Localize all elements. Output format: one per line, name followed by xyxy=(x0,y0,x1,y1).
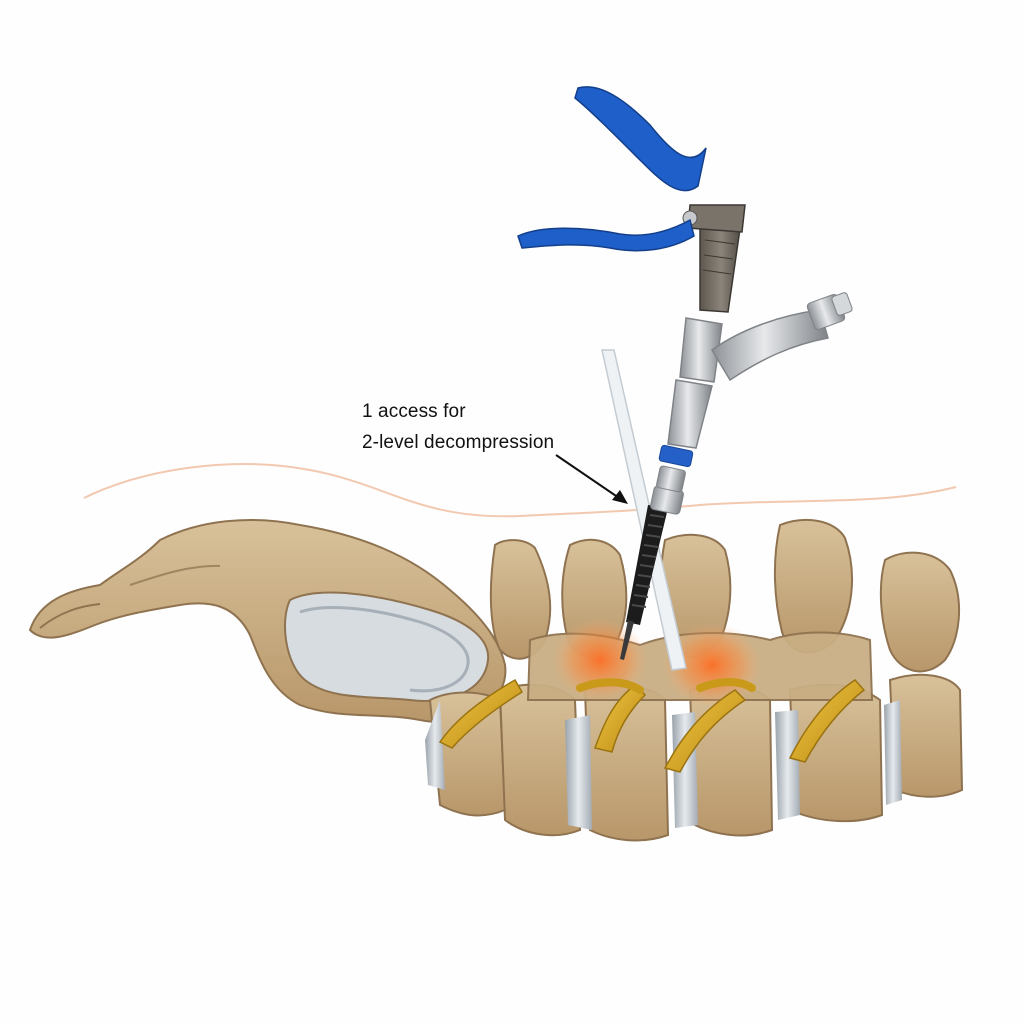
annotation-line-2: 2-level decompression xyxy=(362,432,555,453)
endoscopic-forceps-icon xyxy=(517,86,853,449)
annotation-line-1: 1 access for xyxy=(362,401,466,422)
nerve-roots xyxy=(438,678,866,773)
skin-line xyxy=(83,463,957,518)
endoscope-shaft xyxy=(620,505,668,660)
arrow-icon xyxy=(555,454,628,504)
instrument-collar xyxy=(650,444,694,515)
annotation-label: 1 access for 2-level decompression xyxy=(362,396,554,458)
intervertebral-discs xyxy=(425,700,902,830)
sacrum xyxy=(28,519,507,723)
